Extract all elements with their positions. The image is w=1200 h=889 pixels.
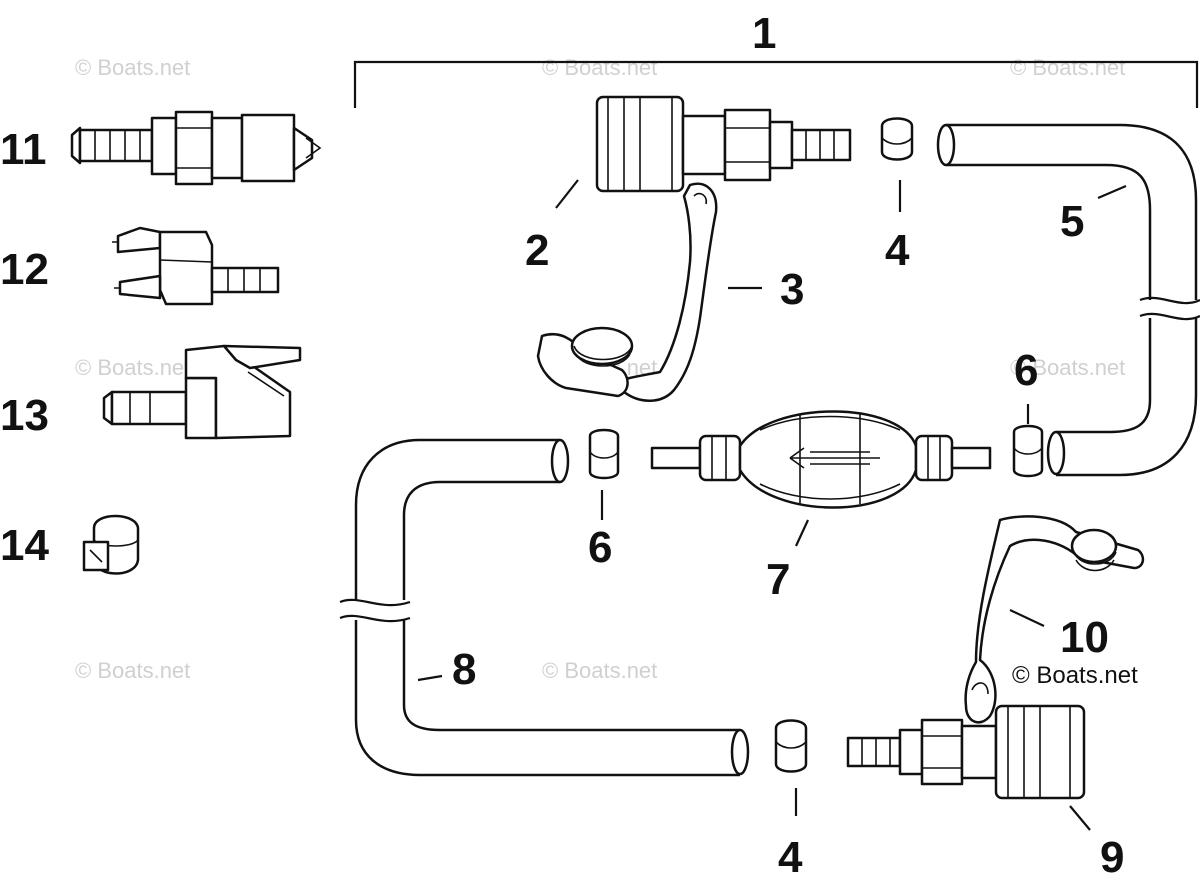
part-8-hose [339,438,750,777]
part-12-connector [112,226,280,306]
part-6-clamp [588,428,620,480]
leader-line [1009,609,1045,627]
callout-5: 5 [1060,197,1084,246]
watermark-text: © Boats.net [1010,55,1125,80]
callout-8: 8 [452,645,476,694]
callout-6: 6 [588,523,612,572]
callout-3: 3 [780,265,804,314]
part-6-clamp [1012,424,1044,478]
callout-9: 9 [1100,833,1124,882]
assembly-bracket [353,60,1199,108]
part-14-clamp [82,514,140,575]
watermark-text: © Boats.net [1010,355,1125,380]
part-4-clamp [880,117,914,161]
watermark-text: © Boats.net [542,55,657,80]
copyright-text: © Boats.net [1012,662,1138,689]
callout-13: 13 [0,391,49,440]
part-4-clamp [774,719,808,773]
part-3-cap [536,182,718,402]
callout-4: 4 [885,226,910,275]
part-9-connector [846,704,1086,800]
leader-line [1097,184,1127,200]
watermark-text: © Boats.net [75,355,190,380]
callout-14: 14 [0,521,49,570]
part-5-hose [936,123,1200,477]
part-11-connector [70,110,322,186]
leader-line [795,519,809,547]
leader-line [555,179,579,209]
callout-10: 10 [1060,613,1109,662]
part-13-connector [102,344,302,440]
leader-line [417,674,443,682]
callout-4: 4 [778,833,803,882]
part-2-connector [595,95,852,193]
callout-2: 2 [525,226,549,275]
watermark-text: © Boats.net [75,55,190,80]
watermark-text: © Boats.net [75,658,190,683]
callout-7: 7 [766,555,790,604]
watermark-text: © Boats.net [542,658,657,683]
part-7-primer-bulb [650,410,992,509]
callout-12: 12 [0,245,49,294]
part-10-cap [964,515,1145,724]
callout-1: 1 [752,9,776,58]
leader-line [1069,805,1091,831]
callout-11: 11 [0,125,47,174]
callout-6: 6 [1014,346,1038,395]
